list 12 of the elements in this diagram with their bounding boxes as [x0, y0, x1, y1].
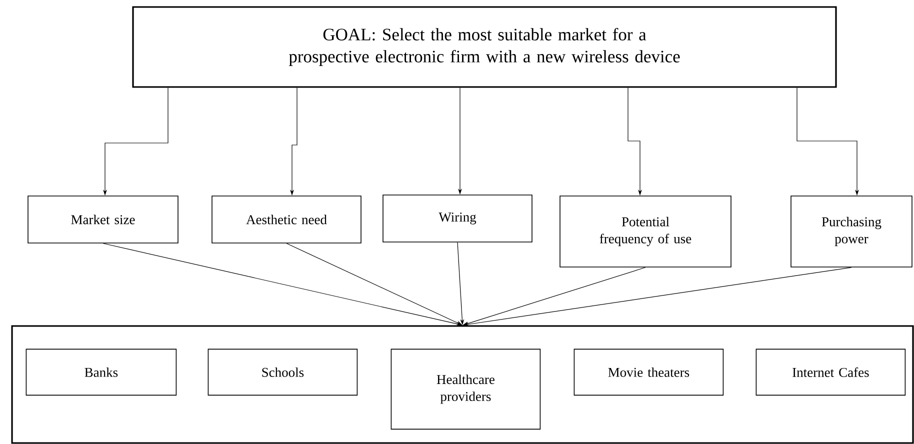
criterion-box: Potential frequency of use — [560, 196, 732, 268]
alternative-box: Banks — [26, 348, 177, 396]
criterion-box: Aesthetic need — [212, 196, 362, 244]
criterion-box: Market size — [28, 196, 178, 244]
criterion-box: Purchasing power — [790, 196, 912, 268]
alternative-box: Movie theaters — [574, 348, 724, 396]
criterion-box: Wiring — [382, 194, 532, 242]
container-box — [11, 325, 914, 444]
goal-box: GOAL: Select the most suitable market for a prospective electronic firm with a new wireless device — [132, 6, 837, 88]
alternative-box: Healthcare providers — [390, 348, 541, 430]
alternative-box: Internet Cafes — [756, 348, 906, 396]
alternative-box: Schools — [208, 348, 358, 396]
